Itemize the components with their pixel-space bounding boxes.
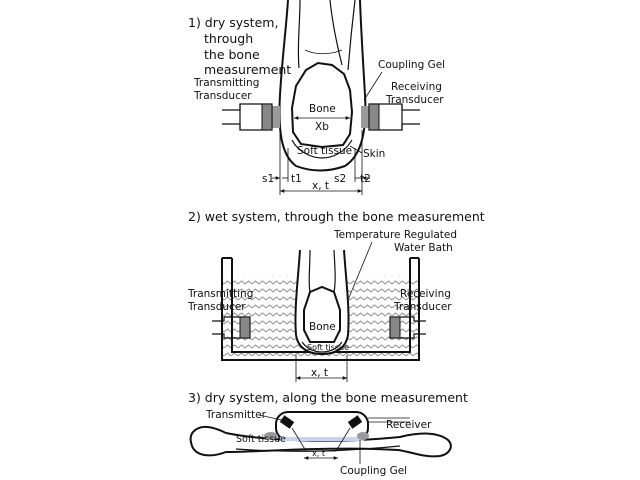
panel1-receiving-label-2: Transducer [385, 94, 444, 106]
panel-dry-through-bone: 1) dry system, through the bone measurem… [188, 0, 445, 195]
panel1-transmitting-label-2: Transducer [193, 90, 252, 102]
panel2-receiving-transducer [389, 316, 426, 339]
panel1-gel-left [272, 106, 280, 128]
panel2-bath-label-1: Temperature Regulated [333, 229, 457, 241]
panel3-xt-label: x, t [312, 449, 325, 458]
panel1-title-line3: the bone [204, 47, 260, 62]
panel2-soft-tissue-label: Soft tissue [307, 343, 349, 352]
panel2-leg [294, 249, 350, 356]
panel1-transmitting-transducer [222, 103, 273, 131]
panel3-transmitter-label: Transmitter [205, 409, 267, 421]
panel2-receiving-label-1: Receiving [400, 288, 451, 300]
panel-dry-along-bone: 3) dry system, along the bone measuremen… [188, 390, 468, 477]
panel2-xt-label: x, t [311, 367, 328, 379]
panel3-title: 3) dry system, along the bone measuremen… [188, 390, 468, 405]
panel2-transmitting-label-1: Transmitting [187, 288, 253, 300]
panel3-soft-tissue-label: Soft tissue [236, 434, 286, 445]
panel2-dimension [295, 355, 348, 382]
panel1-bone [290, 61, 354, 149]
panel1-t1-label: t1 [291, 173, 302, 185]
panel2-title: 2) wet system, through the bone measurem… [188, 209, 485, 224]
panel3-probe-contact [280, 437, 364, 441]
panel3-receiver-label: Receiver [386, 419, 432, 431]
panel2-transmitting-transducer [212, 316, 251, 339]
panel2-transmitting-label-2: Transducer [187, 301, 246, 313]
panel1-gel-right [361, 106, 369, 128]
panel1-coupling-gel-label: Coupling Gel [378, 59, 445, 71]
panel3-transmitter-element [279, 415, 295, 429]
panel1-receiving-label-1: Receiving [391, 81, 442, 93]
panel2-bath-label-2: Water Bath [394, 242, 453, 254]
panel1-bone-label: Bone [309, 103, 336, 115]
panel3-gel-right [357, 432, 369, 440]
panel1-s2-label: s2 [334, 173, 346, 185]
panel1-xb-label: Xb [315, 121, 329, 133]
panel3-receiver-element [347, 415, 363, 429]
panel1-title-line4: measurement [204, 62, 291, 77]
panel1-soft-tissue-label: Soft tissue [297, 145, 352, 157]
panel1-s1-label: s1 [262, 173, 274, 185]
panel3-coupling-gel-label: Coupling Gel [340, 465, 407, 477]
panel1-title-line1: 1) dry system, [188, 15, 278, 30]
panel1-title-line2: through [204, 31, 253, 46]
panel-wet-through-bone: 2) wet system, through the bone measurem… [187, 209, 485, 382]
panel1-dimension-lines [272, 130, 370, 195]
panel1-t2-label: t2 [360, 173, 371, 185]
panel1-leg-outline [278, 0, 367, 172]
panel1-skin-label: Skin [363, 148, 385, 160]
panel2-bone-label: Bone [309, 321, 336, 333]
panel2-receiving-label-2: Transducer [393, 301, 452, 313]
panel3-gel-left [264, 432, 278, 440]
panel3-sound-path [291, 427, 351, 452]
panel1-xt-label: x, t [312, 180, 329, 192]
panel1-transmitting-label-1: Transmitting [193, 77, 259, 89]
panel1-receiving-transducer [368, 103, 420, 131]
